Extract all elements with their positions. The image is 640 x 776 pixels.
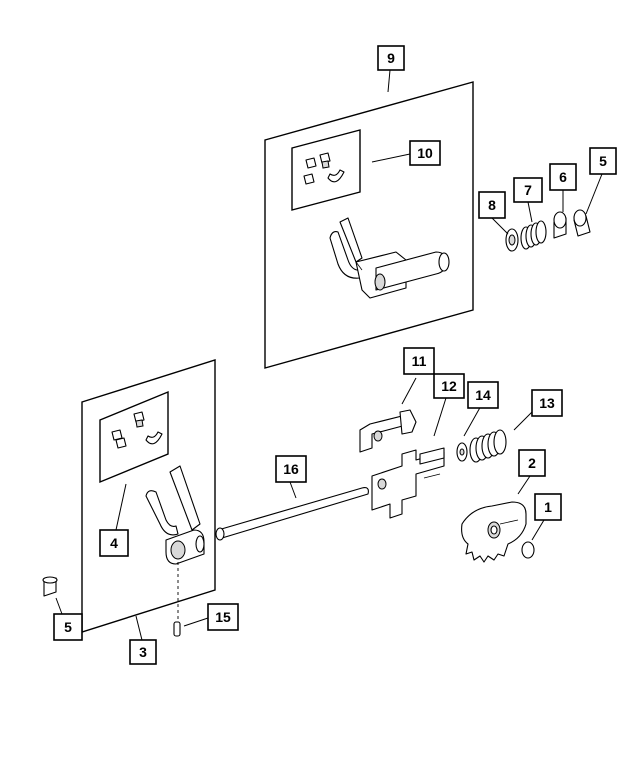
callout-4: 4 bbox=[99, 529, 129, 557]
interlock-plate bbox=[461, 501, 527, 563]
bracket-11 bbox=[359, 409, 417, 453]
callout-15: 15 bbox=[207, 603, 239, 631]
lower-shift-fork bbox=[145, 465, 205, 565]
leader-5-upper bbox=[585, 173, 603, 215]
callout-11-label: 11 bbox=[412, 353, 427, 369]
callout-13-label: 13 bbox=[539, 395, 555, 411]
upper-pads-box bbox=[291, 129, 361, 211]
callout-16-label: 16 bbox=[283, 461, 299, 477]
callout-6-label: 6 bbox=[559, 169, 567, 185]
lower-shift-pads bbox=[111, 411, 163, 449]
callout-5-upper-label: 5 bbox=[599, 153, 607, 169]
left-bushing bbox=[42, 576, 58, 597]
callout-3-label: 3 bbox=[139, 644, 147, 660]
callout-1-label: 1 bbox=[544, 499, 552, 515]
callout-5-lower-label: 5 bbox=[64, 619, 72, 635]
callout-11: 11 bbox=[403, 347, 435, 375]
leader-1 bbox=[531, 519, 545, 541]
callout-6: 6 bbox=[549, 163, 577, 191]
leader-16 bbox=[289, 481, 297, 499]
spring-7 bbox=[520, 220, 547, 250]
sleeve-6 bbox=[553, 211, 567, 239]
leader-7 bbox=[527, 201, 533, 223]
leader-11 bbox=[401, 377, 417, 405]
leader-3 bbox=[135, 615, 143, 641]
callout-7: 7 bbox=[513, 177, 543, 203]
leader-15 bbox=[183, 617, 209, 627]
leader-4 bbox=[115, 483, 127, 531]
callout-9: 9 bbox=[377, 45, 405, 71]
upper-kit-panel bbox=[264, 81, 474, 369]
upper-shift-pads bbox=[303, 152, 345, 185]
leader-13 bbox=[513, 409, 535, 431]
o-ring bbox=[521, 541, 535, 559]
lower-pads-box bbox=[99, 390, 169, 484]
bushing-5-upper bbox=[573, 209, 591, 237]
callout-1: 1 bbox=[534, 493, 562, 521]
callout-4-label: 4 bbox=[110, 535, 118, 551]
spring-13 bbox=[469, 429, 507, 463]
callout-14: 14 bbox=[467, 381, 499, 409]
callout-5-lower: 5 bbox=[53, 613, 83, 641]
upper-shift-fork bbox=[329, 217, 450, 299]
callout-7-label: 7 bbox=[524, 182, 532, 198]
callout-3: 3 bbox=[129, 639, 157, 665]
callout-8: 8 bbox=[478, 191, 506, 219]
leader-9 bbox=[387, 69, 391, 93]
callout-10: 10 bbox=[409, 140, 441, 166]
callout-5-upper: 5 bbox=[589, 147, 617, 175]
callout-2-label: 2 bbox=[528, 455, 536, 471]
selector-plate bbox=[371, 447, 445, 519]
leader-14 bbox=[463, 403, 483, 437]
callout-10-label: 10 bbox=[417, 145, 433, 161]
leader-12 bbox=[433, 397, 447, 437]
callout-8-label: 8 bbox=[488, 197, 496, 213]
leader-2 bbox=[517, 475, 531, 495]
callout-9-label: 9 bbox=[387, 50, 395, 66]
roll-pin bbox=[173, 621, 181, 637]
washer-8 bbox=[505, 228, 519, 252]
callout-12-label: 12 bbox=[441, 378, 457, 394]
callout-13: 13 bbox=[531, 389, 563, 417]
callout-16: 16 bbox=[275, 455, 307, 483]
callout-14-label: 14 bbox=[475, 387, 491, 403]
leader-8 bbox=[491, 217, 509, 235]
shift-rail bbox=[215, 487, 369, 541]
washer-14 bbox=[456, 442, 468, 462]
leader-10 bbox=[371, 153, 411, 163]
callout-2: 2 bbox=[518, 449, 546, 477]
callout-15-label: 15 bbox=[215, 609, 231, 625]
callout-12: 12 bbox=[433, 373, 465, 399]
leader-5-lower bbox=[55, 597, 63, 615]
